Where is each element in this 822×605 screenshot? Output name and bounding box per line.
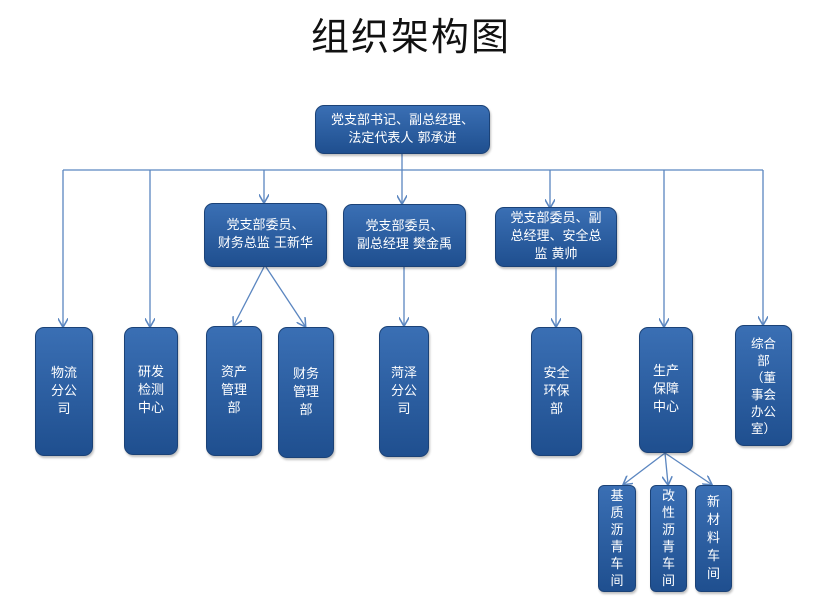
new-material-label: 新 材 料 车 间 (706, 494, 720, 582)
assets-node: 资产 管理 部 (206, 326, 262, 456)
safety-env-node: 安全 环保 部 (531, 327, 582, 456)
assets-label: 资产 管理 部 (220, 365, 247, 416)
safety-director-node: 党支部委员、副 总经理、安全总 监 黄帅 (495, 207, 617, 267)
new-material-node: 新 材 料 车 间 (695, 485, 732, 592)
base-asphalt-label: 基 质 沥 青 车 间 (610, 488, 624, 589)
deputy-gm-label: 党支部委员、 副总经理 樊金禹 (356, 218, 453, 252)
modified-asphalt-label: 改 性 沥 青 车 间 (661, 488, 675, 589)
conn-modified-asphalt (665, 452, 668, 484)
root-node: 党支部书记、副总经理、 法定代表人 郭承进 (315, 105, 490, 154)
general-node: 综合 部 （董 事会 办公 室） (735, 325, 792, 446)
conn-finance (265, 266, 305, 326)
heze-label: 菏泽 分公 司 (390, 365, 417, 417)
safety-director-label: 党支部委员、副 总经理、安全总 监 黄帅 (510, 211, 602, 262)
page-title: 组织架构图 (310, 15, 511, 59)
deputy-gm-node: 党支部委员、 副总经理 樊金禹 (343, 204, 466, 267)
conn-assets (234, 266, 265, 325)
conn-new-material (664, 452, 711, 484)
logistics-label: 物流 分公 司 (50, 365, 77, 417)
production-node: 生产 保障 中心 (639, 327, 693, 453)
finance-director-label: 党支部委员、 财务总监 王新华 (217, 218, 314, 251)
finance-director-node: 党支部委员、 财务总监 王新华 (204, 203, 327, 267)
heze-node: 菏泽 分公 司 (379, 326, 429, 457)
conn-base-asphalt (624, 452, 666, 484)
production-label: 生产 保障 中心 (652, 364, 679, 415)
base-asphalt-node: 基 质 沥 青 车 间 (598, 485, 636, 592)
root-label: 党支部书记、副总经理、 法定代表人 郭承进 (330, 112, 474, 146)
finance-node: 财务 管理 部 (278, 327, 334, 458)
rnd-label: 研发 检测 中心 (137, 365, 164, 416)
general-label: 综合 部 （董 事会 办公 室） (750, 335, 776, 436)
finance-label: 财务 管理 部 (292, 366, 319, 418)
logistics-node: 物流 分公 司 (35, 327, 93, 456)
modified-asphalt-node: 改 性 沥 青 车 间 (650, 485, 687, 592)
safety-env-label: 安全 环保 部 (543, 365, 570, 417)
rnd-node: 研发 检测 中心 (124, 327, 178, 455)
